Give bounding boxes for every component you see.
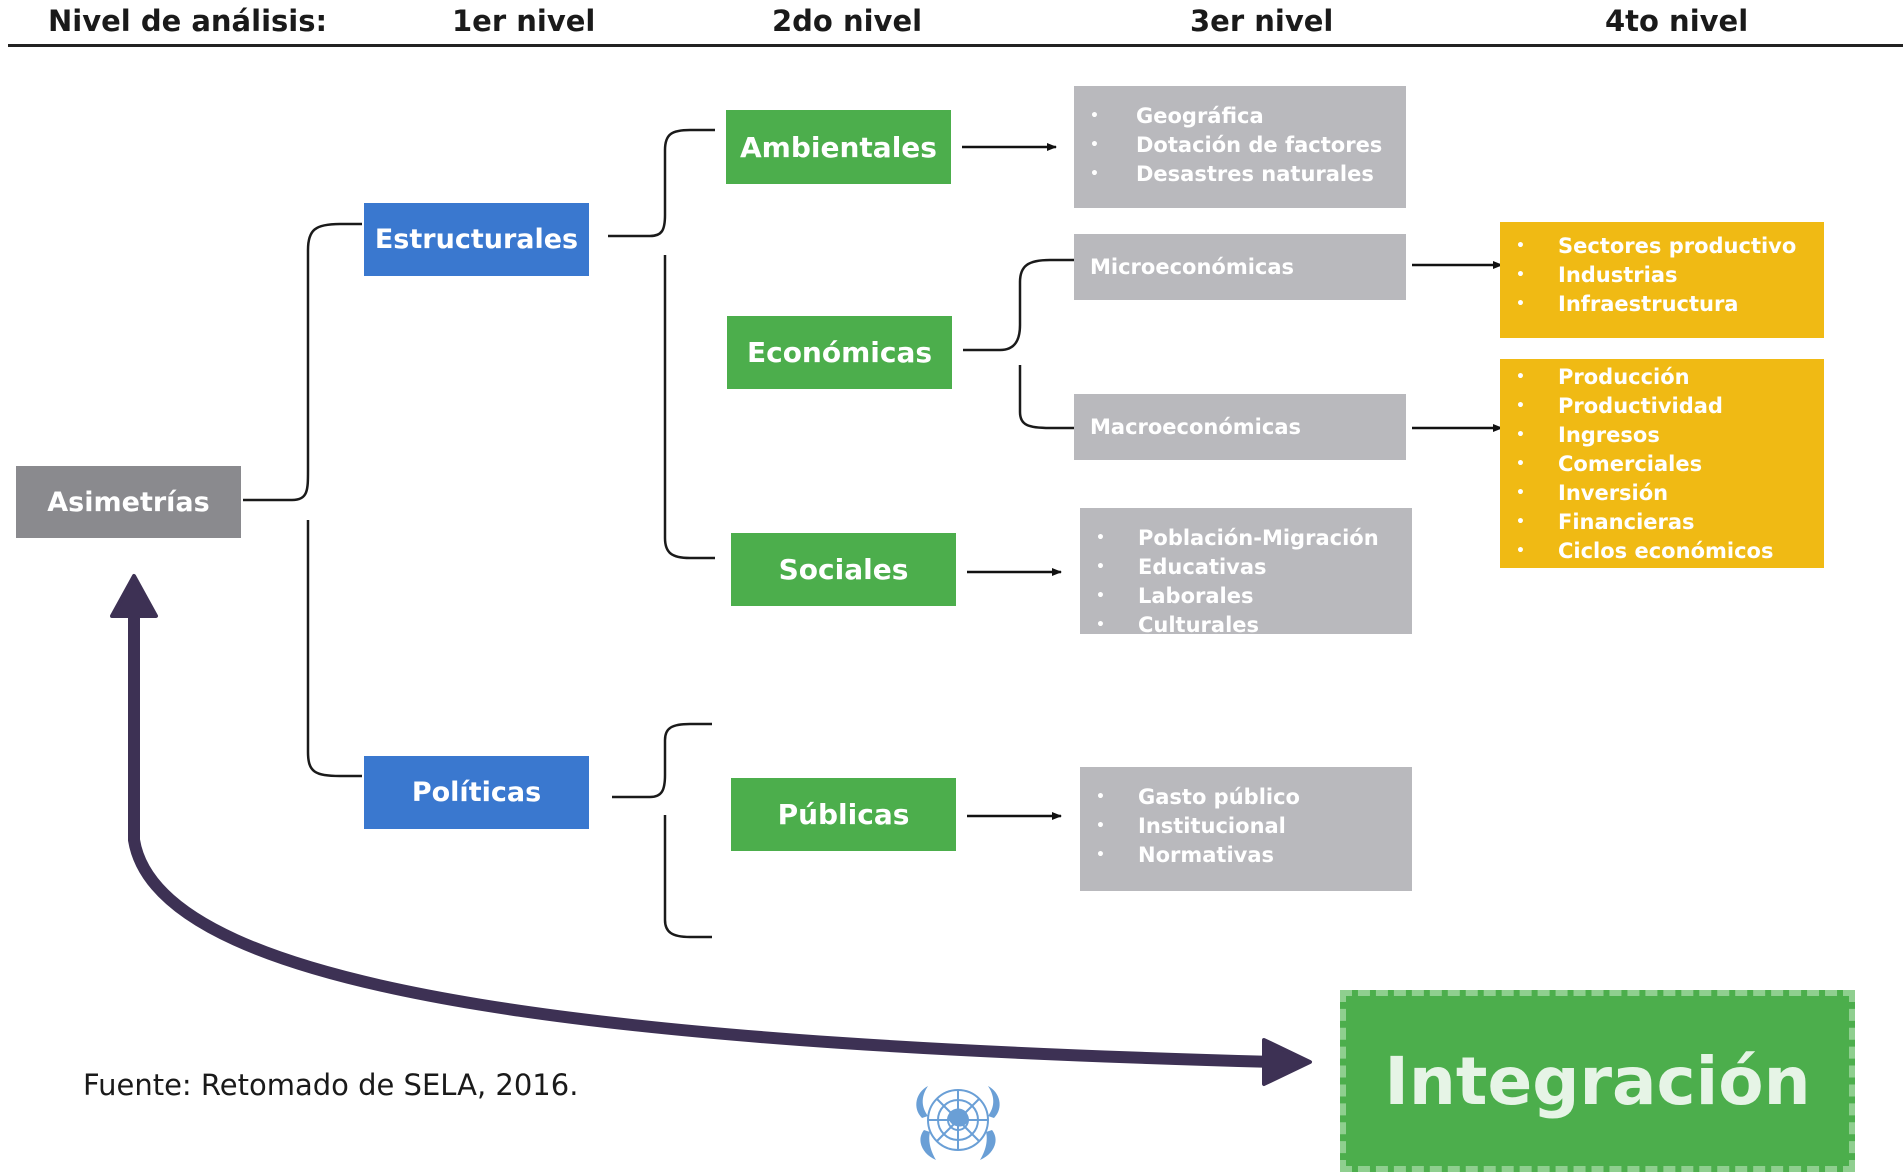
node-politicas: Políticas bbox=[364, 756, 589, 829]
list-item: Inversión bbox=[1500, 479, 1824, 508]
list-item: Población-Migración bbox=[1080, 524, 1412, 553]
bracket-politicas bbox=[612, 722, 712, 939]
list-item: Financieras bbox=[1500, 508, 1824, 537]
list-publicas: Gasto público Institucional Normativas bbox=[1080, 767, 1412, 891]
node-estructurales: Estructurales bbox=[364, 203, 589, 276]
list-microeconomicas: Sectores productivo Industrias Infraestr… bbox=[1500, 222, 1824, 338]
list-macroeconomicas: Producción Productividad Ingresos Comerc… bbox=[1500, 359, 1824, 568]
list-item: Ciclos económicos bbox=[1500, 537, 1824, 566]
bracket-estructurales bbox=[608, 128, 715, 560]
node-ambientales: Ambientales bbox=[726, 110, 951, 184]
list-item: Industrias bbox=[1500, 261, 1824, 290]
root-node: Asimetrías bbox=[16, 466, 241, 538]
header-level-2: 2do nivel bbox=[772, 4, 923, 38]
list-item: Desastres naturales bbox=[1074, 160, 1406, 189]
list-item: Culturales bbox=[1080, 611, 1412, 640]
feedback-arrowhead-up bbox=[110, 574, 158, 618]
bracket-economicas bbox=[963, 258, 1074, 430]
list-ambientales: Geográfica Dotación de factores Desastre… bbox=[1074, 86, 1406, 208]
list-item: Comerciales bbox=[1500, 450, 1824, 479]
bracket-root bbox=[243, 222, 362, 778]
feedback-arrow bbox=[128, 612, 1276, 1068]
list-item: Normativas bbox=[1080, 841, 1412, 870]
header-level-1: 1er nivel bbox=[452, 4, 596, 38]
node-economicas: Económicas bbox=[727, 316, 952, 389]
header-level-3: 3er nivel bbox=[1190, 4, 1334, 38]
list-item: Institucional bbox=[1080, 812, 1412, 841]
list-item: Infraestructura bbox=[1500, 290, 1824, 319]
list-item: Educativas bbox=[1080, 553, 1412, 582]
list-item: Gasto público bbox=[1080, 783, 1412, 812]
list-item: Productividad bbox=[1500, 392, 1824, 421]
header-analysis-level: Nivel de análisis: bbox=[48, 4, 328, 38]
list-item: Laborales bbox=[1080, 582, 1412, 611]
header-level-4: 4to nivel bbox=[1605, 4, 1749, 38]
node-macroeconomicas: Macroeconómicas bbox=[1074, 394, 1406, 460]
node-integracion: Integración bbox=[1340, 990, 1855, 1172]
list-item: Geográfica bbox=[1074, 102, 1406, 131]
node-sociales: Sociales bbox=[731, 533, 956, 606]
list-item: Producción bbox=[1500, 363, 1824, 392]
list-item: Ingresos bbox=[1500, 421, 1824, 450]
node-microeconomicas: Microeconómicas bbox=[1074, 234, 1406, 300]
feedback-arrowhead-right bbox=[1262, 1038, 1312, 1086]
node-publicas: Públicas bbox=[731, 778, 956, 851]
source-note: Fuente: Retomado de SELA, 2016. bbox=[83, 1068, 579, 1102]
header-divider bbox=[8, 44, 1903, 47]
list-item: Sectores productivo bbox=[1500, 232, 1824, 261]
un-emblem-icon bbox=[916, 1086, 1000, 1160]
list-item: Dotación de factores bbox=[1074, 131, 1406, 160]
list-sociales: Población-Migración Educativas Laborales… bbox=[1080, 508, 1412, 640]
